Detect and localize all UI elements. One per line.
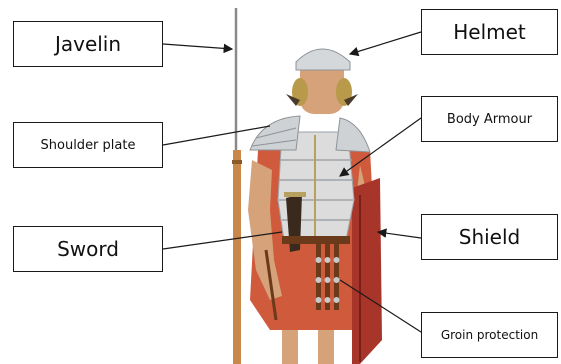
- sword-pointer: [162, 231, 283, 250]
- groin-protection-pointer: [339, 279, 422, 333]
- shoulder-plate-pointer: [162, 125, 271, 146]
- shield-image: [352, 178, 382, 364]
- helmet-label-text: Helmet: [453, 20, 526, 44]
- shield-pointer: [376, 228, 422, 239]
- sword-label-text: Sword: [57, 237, 119, 261]
- shield-label: Shield: [421, 214, 558, 260]
- helmet-label: Helmet: [421, 9, 558, 55]
- javelin-label: Javelin: [13, 21, 163, 67]
- body-armour-label: Body Armour: [421, 96, 558, 142]
- body-armour-pointer: [339, 117, 422, 177]
- sword-label: Sword: [13, 226, 163, 272]
- shoulder-plate-image: [249, 115, 371, 153]
- shield-label-text: Shield: [458, 225, 521, 249]
- groin-protection-label: Groin protection: [421, 312, 558, 358]
- belt: [282, 236, 350, 244]
- helmet-pointer: [348, 31, 422, 57]
- body-armour-label-text: Body Armour: [446, 111, 533, 127]
- groin-protection-label-text: Groin protection: [440, 328, 539, 342]
- shoulder-plate-label: Shoulder plate: [13, 122, 163, 168]
- javelin-pointer: [162, 43, 234, 54]
- head: [286, 48, 358, 114]
- javelin-image: [232, 8, 242, 364]
- groin-protection-image: [315, 244, 340, 310]
- shoulder-plate-label-text: Shoulder plate: [40, 137, 136, 153]
- javelin-label-text: Javelin: [54, 32, 122, 56]
